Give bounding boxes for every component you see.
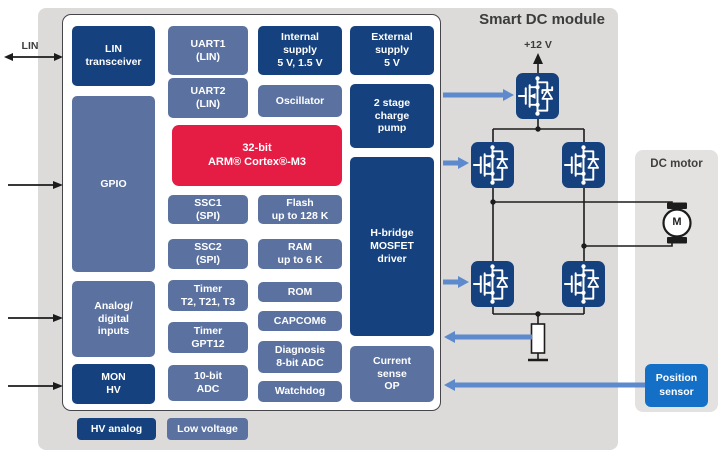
block-external-supply: External supply 5 V [350, 26, 434, 75]
block-current-sense-op: Current sense OP [350, 346, 434, 402]
block-rom: ROM [258, 282, 342, 302]
block-uart1: UART1 (LIN) [168, 26, 248, 75]
block-analog-digital-inputs: Analog/ digital inputs [72, 281, 155, 357]
mosfet-highside-right-icon [562, 142, 605, 188]
block-diagnosis-adc: Diagnosis 8-bit ADC [258, 341, 342, 373]
block-internal-supply: Internal supply 5 V, 1.5 V [258, 26, 342, 75]
block-capcom6: CAPCOM6 [258, 311, 342, 331]
dc-motor-label: DC motor [650, 158, 703, 170]
block-oscillator: Oscillator [258, 85, 342, 117]
lin-bus-label: LIN [21, 40, 39, 52]
block-timer-t2-t21-t3: Timer T2, T21, T3 [168, 280, 248, 311]
block-watchdog: Watchdog [258, 381, 342, 402]
block-lin-transceiver: LIN transceiver [72, 26, 155, 86]
block-10bit-adc: 10-bit ADC [168, 365, 248, 401]
block-flash: Flash up to 128 K [258, 195, 342, 224]
block-hbridge-driver: H-bridge MOSFET driver [350, 157, 434, 336]
legend-hv-analog: HV analog [77, 418, 156, 440]
block-uart2: UART2 (LIN) [168, 78, 248, 118]
block-ram: RAM up to 6 K [258, 239, 342, 269]
block-timer-gpt12: Timer GPT12 [168, 322, 248, 353]
mosfet-highside-left-icon [471, 142, 514, 188]
block-ssc1: SSC1 (SPI) [168, 195, 248, 224]
block-arm-cortex-m3: 32-bit ARM® Cortex®-M3 [172, 125, 342, 186]
mosfet-reverse-protection-icon [516, 73, 559, 119]
mosfet-lowside-right-icon [562, 261, 605, 307]
block-gpio: GPIO [72, 96, 155, 272]
mosfet-lowside-left-icon [471, 261, 514, 307]
legend-low-voltage: Low voltage [167, 418, 248, 440]
diagram-title: Smart DC module [479, 11, 605, 28]
motor-m-label: M [672, 216, 682, 228]
block-ssc2: SSC2 (SPI) [168, 239, 248, 269]
supply-12v-label: +12 V [524, 39, 552, 51]
block-position-sensor: Position sensor [645, 364, 708, 407]
block-mon-hv: MON HV [72, 364, 155, 404]
block-charge-pump: 2 stage charge pump [350, 84, 434, 148]
